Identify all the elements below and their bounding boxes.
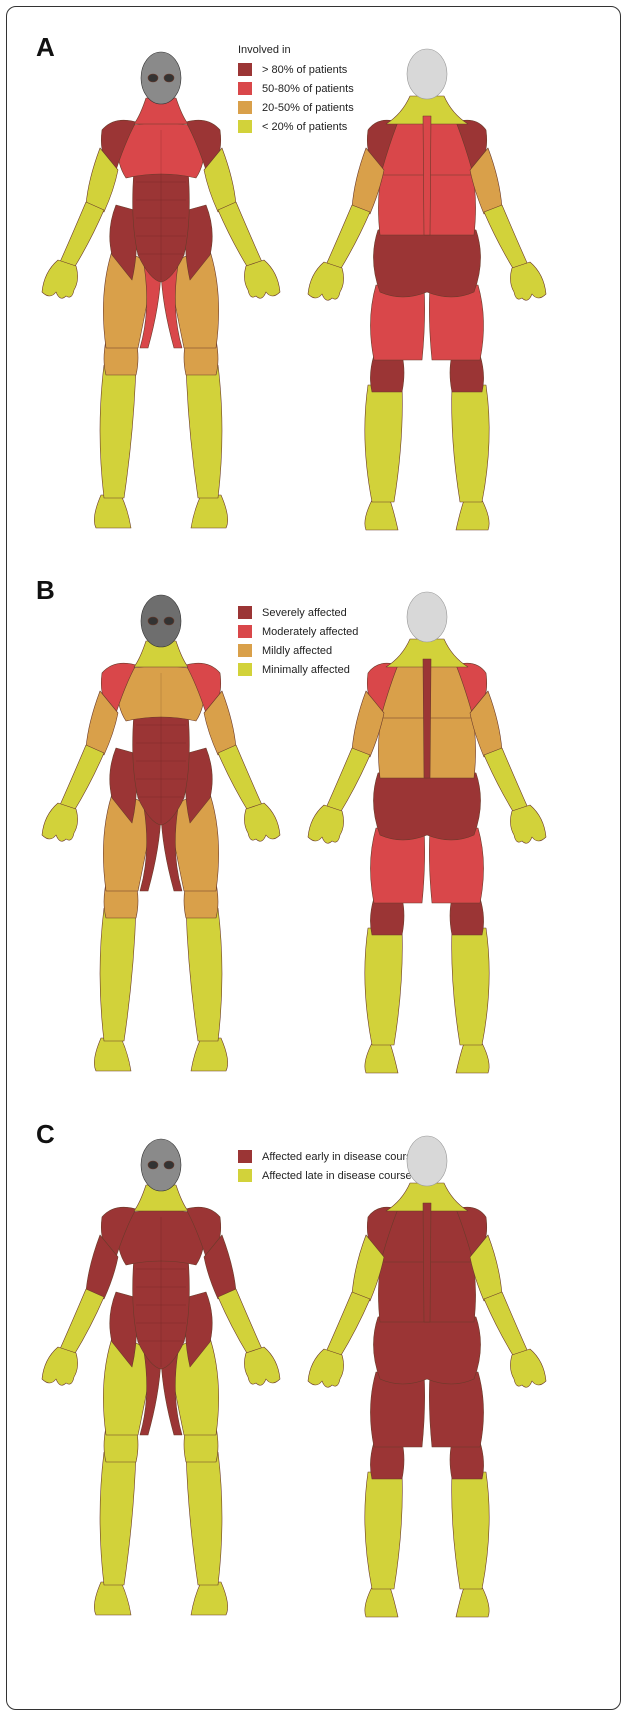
back-forearm-left xyxy=(326,1292,370,1357)
front-hand-right xyxy=(42,1347,78,1385)
back-foot-left xyxy=(365,1043,398,1073)
front-forearm-right xyxy=(60,202,104,268)
front-foot-left xyxy=(191,1582,228,1615)
front-eye-right xyxy=(148,1161,158,1169)
back-knee-right xyxy=(450,355,484,392)
front-forearm-left xyxy=(218,1289,262,1355)
back-calf-right xyxy=(452,928,490,1045)
front-foot-right xyxy=(94,1038,131,1071)
back-spine xyxy=(423,1203,431,1322)
back-knee-left xyxy=(370,355,404,392)
back-glutes xyxy=(373,1312,480,1384)
back-spine xyxy=(423,116,431,235)
back-foot-right xyxy=(456,1587,489,1617)
back-glutes xyxy=(373,768,480,840)
back-calf-left xyxy=(365,1472,403,1589)
panel-c: CAffected early in disease courseAffecte… xyxy=(0,1097,629,1657)
front-head xyxy=(141,52,181,104)
back-forearm-right xyxy=(484,748,528,813)
front-shin-right xyxy=(100,365,136,498)
front-hand-right xyxy=(42,803,78,841)
front-forearm-left xyxy=(218,202,262,268)
front-shin-left xyxy=(186,1452,222,1585)
back-spine xyxy=(423,659,431,778)
front-foot-right xyxy=(94,1582,131,1615)
back-hand-right xyxy=(510,262,546,300)
back-hand-right xyxy=(510,1349,546,1387)
back-foot-right xyxy=(456,500,489,530)
back-forearm-left xyxy=(326,205,370,270)
back-calf-left xyxy=(365,385,403,502)
back-forearm-left xyxy=(326,748,370,813)
back-foot-left xyxy=(365,500,398,530)
back-hand-right xyxy=(510,805,546,843)
front-head xyxy=(141,1139,181,1191)
panel-a: AInvolved in> 80% of patients50-80% of p… xyxy=(0,10,629,570)
back-knee-right xyxy=(450,898,484,935)
front-body-figure xyxy=(36,573,286,1083)
front-foot-left xyxy=(191,495,228,528)
front-eye-left xyxy=(164,1161,174,1169)
back-knee-left xyxy=(370,1442,404,1479)
front-eye-left xyxy=(164,617,174,625)
back-head xyxy=(407,49,447,99)
back-body-figure xyxy=(302,573,552,1083)
back-body-figure xyxy=(302,1117,552,1627)
back-calf-right xyxy=(452,385,490,502)
front-forearm-right xyxy=(60,745,104,811)
front-shin-right xyxy=(100,908,136,1041)
front-forearm-right xyxy=(60,1289,104,1355)
front-eye-right xyxy=(148,74,158,82)
front-shin-right xyxy=(100,1452,136,1585)
back-head xyxy=(407,592,447,642)
back-knee-left xyxy=(370,898,404,935)
front-body-figure xyxy=(36,1117,286,1627)
back-hand-left xyxy=(308,1349,344,1387)
front-foot-left xyxy=(191,1038,228,1071)
back-forearm-right xyxy=(484,205,528,270)
front-body-figure xyxy=(36,30,286,540)
back-calf-right xyxy=(452,1472,490,1589)
back-forearm-right xyxy=(484,1292,528,1357)
back-hand-left xyxy=(308,262,344,300)
front-hand-left xyxy=(244,260,280,298)
back-calf-left xyxy=(365,928,403,1045)
front-shin-left xyxy=(186,908,222,1041)
front-hand-right xyxy=(42,260,78,298)
back-foot-left xyxy=(365,1587,398,1617)
back-hand-left xyxy=(308,805,344,843)
front-hand-left xyxy=(244,1347,280,1385)
front-forearm-left xyxy=(218,745,262,811)
front-head xyxy=(141,595,181,647)
front-eye-right xyxy=(148,617,158,625)
back-head xyxy=(407,1136,447,1186)
back-foot-right xyxy=(456,1043,489,1073)
front-shin-left xyxy=(186,365,222,498)
front-eye-left xyxy=(164,74,174,82)
back-knee-right xyxy=(450,1442,484,1479)
front-foot-right xyxy=(94,495,131,528)
back-body-figure xyxy=(302,30,552,540)
front-hand-left xyxy=(244,803,280,841)
back-glutes xyxy=(373,225,480,297)
